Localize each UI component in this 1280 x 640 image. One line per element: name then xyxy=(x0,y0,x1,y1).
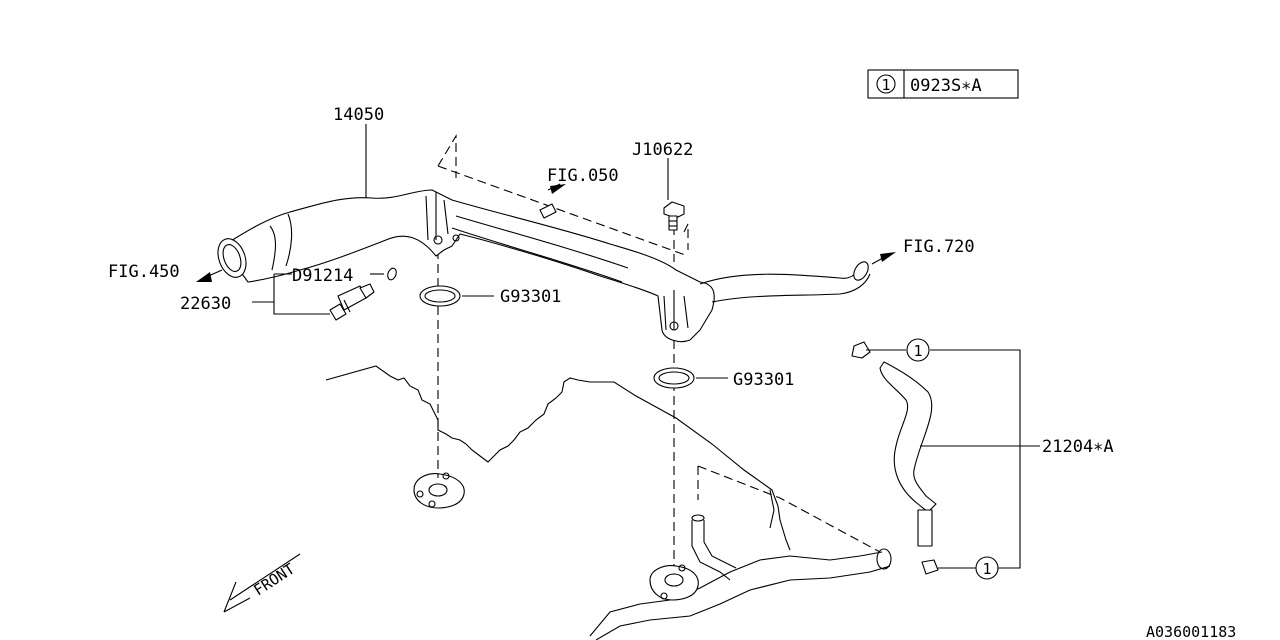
label-j10622: J10622 xyxy=(632,140,693,160)
o-ring-upper-icon xyxy=(419,285,461,307)
label-fig450: FIG.450 xyxy=(108,262,180,282)
callout-circle-bottom: 1 xyxy=(975,556,999,580)
front-label: FRONT xyxy=(250,560,298,600)
right-mounting-boss xyxy=(649,564,699,601)
hose-21204-icon xyxy=(851,341,939,575)
o-ring-lower-icon xyxy=(653,367,695,389)
washer-d91214-icon xyxy=(387,267,397,281)
label-21204: 21204∗A xyxy=(1042,437,1114,457)
legend-symbol: 1 xyxy=(881,76,890,94)
label-14050: 14050 xyxy=(333,105,384,125)
callout-top-label: 1 xyxy=(913,342,922,360)
legend-box: 1 0923S∗A xyxy=(867,69,1019,99)
assembly-lines xyxy=(437,134,881,566)
callout-circle-top: 1 xyxy=(906,338,930,362)
label-g93301-upper: G93301 xyxy=(500,287,561,307)
bolt-j10622-icon xyxy=(663,201,685,231)
label-22630: 22630 xyxy=(180,294,231,314)
label-fig050: FIG.050 xyxy=(547,166,619,186)
callout-bottom-label: 1 xyxy=(982,560,991,578)
drawing-id: A036001183 xyxy=(1146,623,1236,640)
sensor-22630-icon xyxy=(329,283,375,321)
arrow-fig050-icon xyxy=(550,184,566,194)
label-d91214: D91214 xyxy=(292,266,353,286)
arrow-fig450-icon xyxy=(196,272,212,282)
left-mounting-boss xyxy=(413,472,465,509)
water-pipe-14050 xyxy=(217,189,871,343)
label-fig720: FIG.720 xyxy=(903,237,975,257)
legend-circle-icon xyxy=(876,74,896,94)
engine-block-outline xyxy=(325,365,892,640)
front-indicator: FRONT xyxy=(223,553,301,613)
label-g93301-lower: G93301 xyxy=(733,370,794,390)
arrow-fig720-icon xyxy=(880,252,896,262)
legend-code: 0923S∗A xyxy=(910,76,982,96)
